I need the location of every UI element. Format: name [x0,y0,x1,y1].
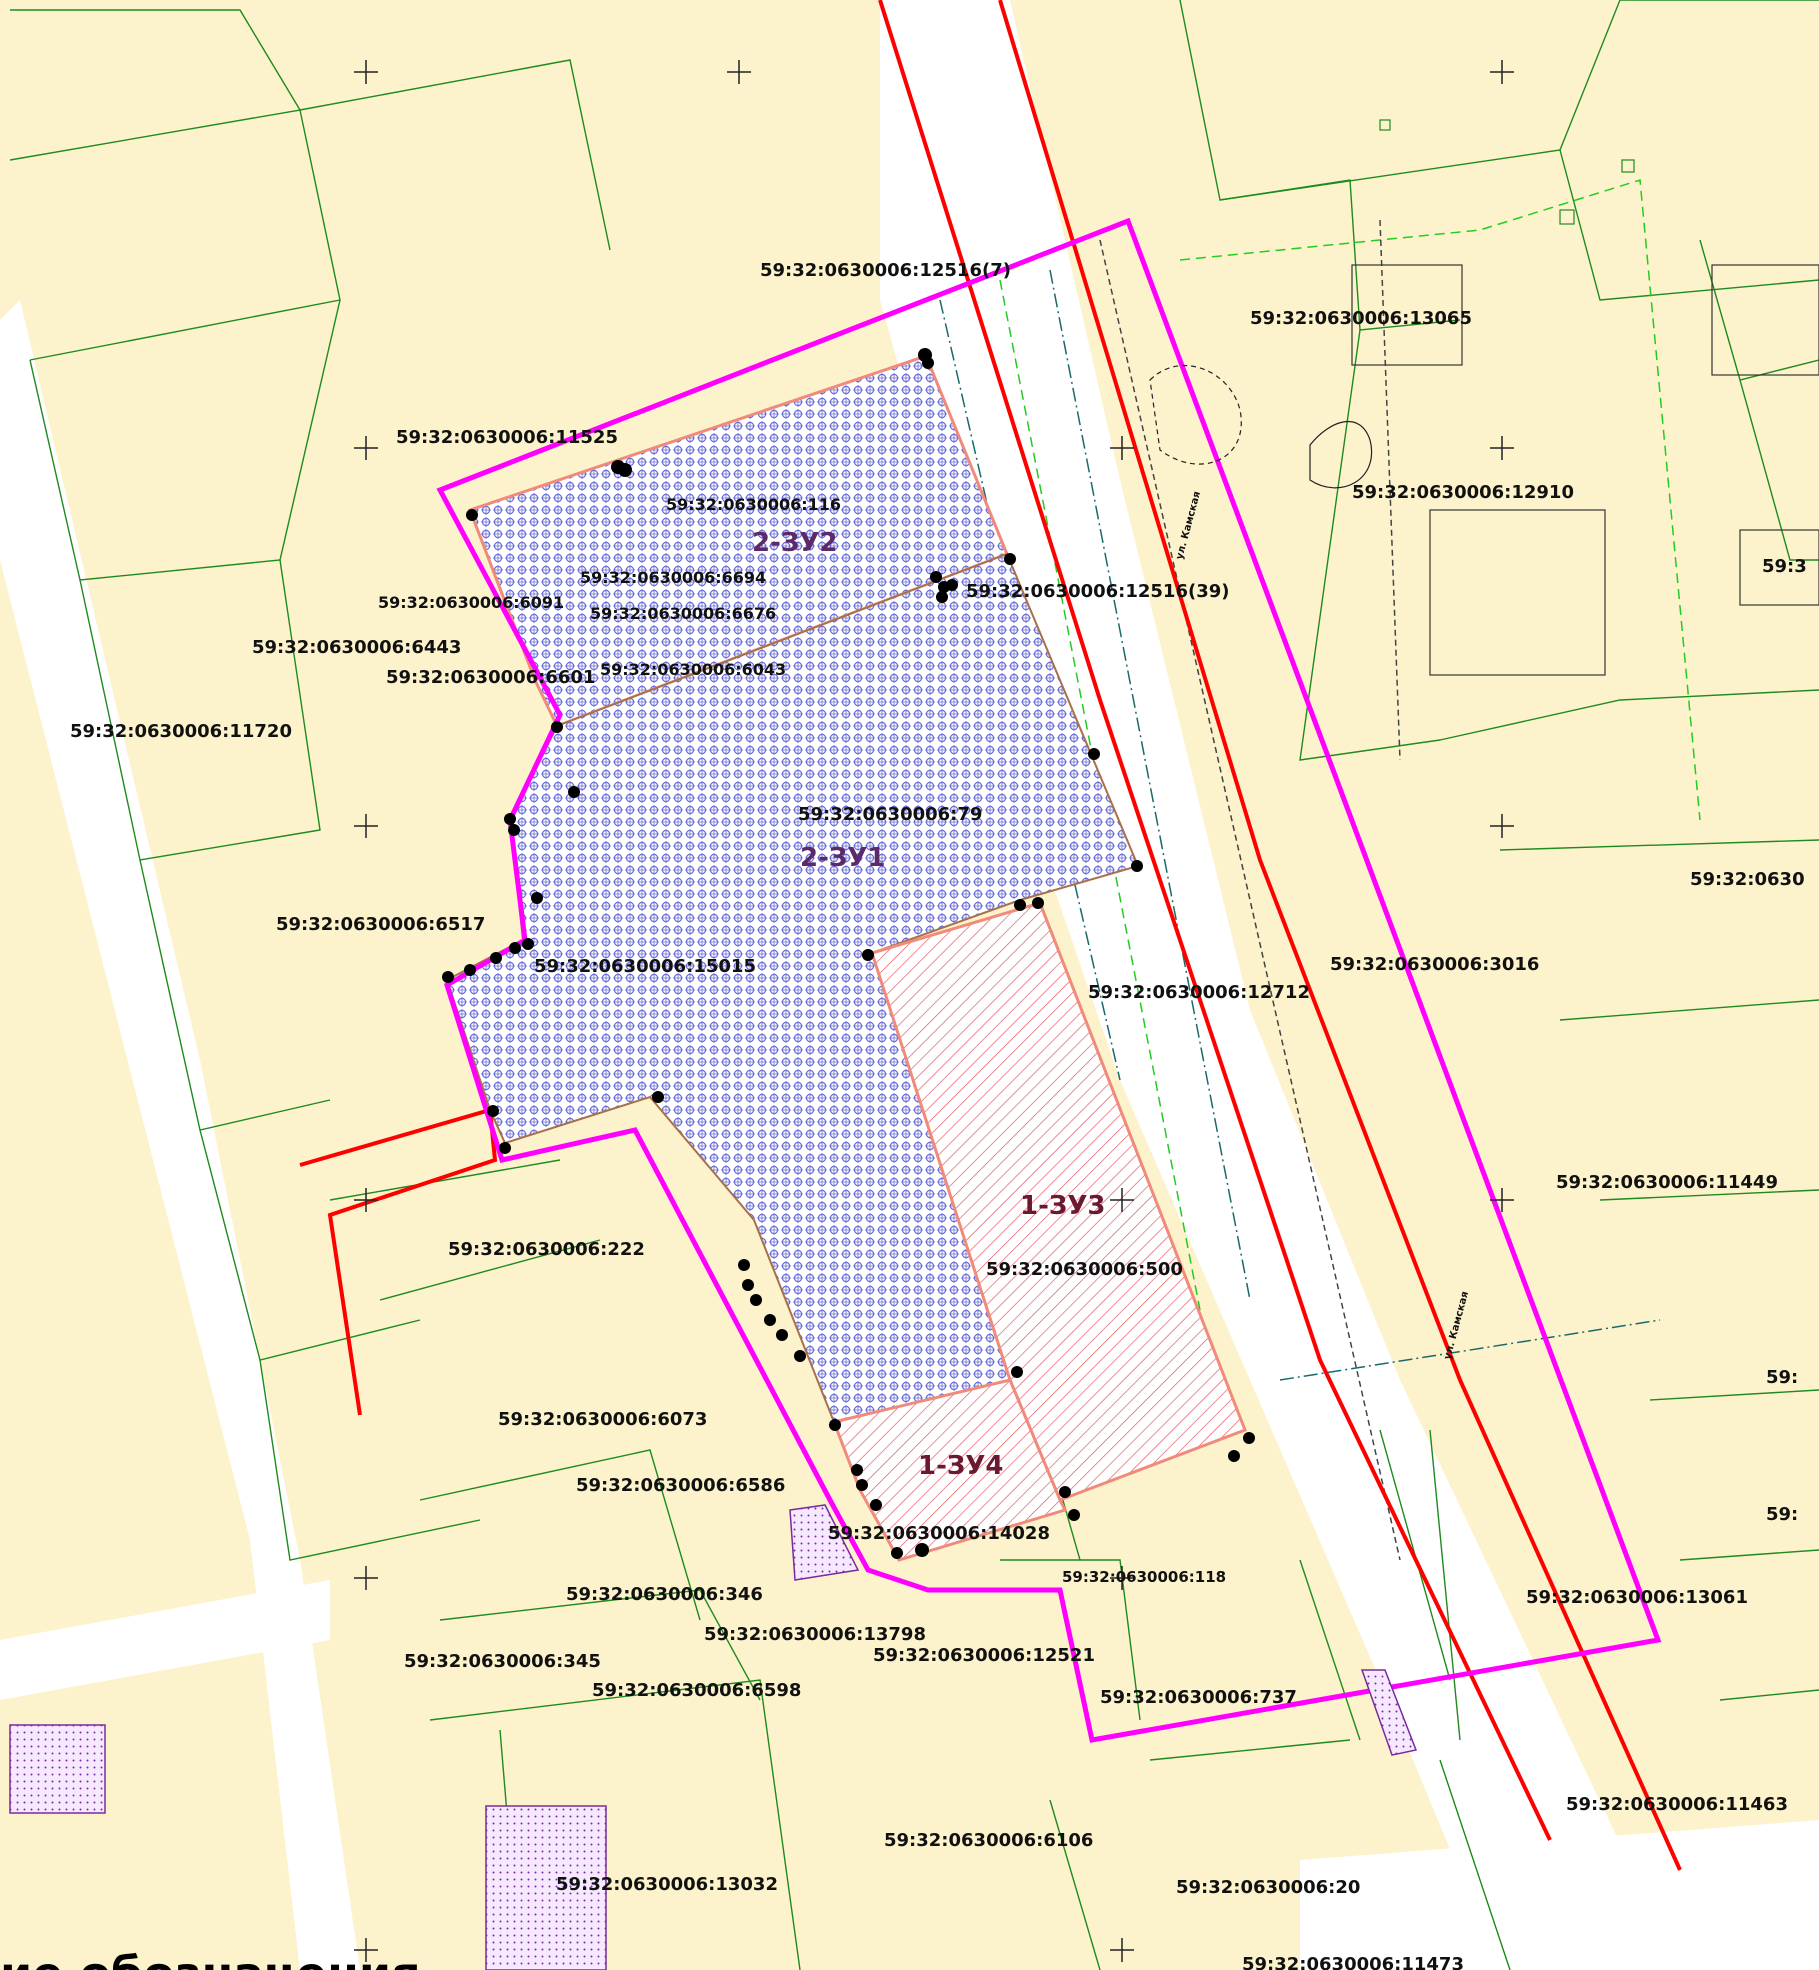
cad-label: 59:32:0630006:6443 [252,637,461,658]
cad-label: 59:32:0630006:346 [566,1584,763,1605]
utility-lines [939,179,1701,1561]
cad-label: 59:32:0630006:12521 [873,1645,1095,1666]
buildings [9,1504,1418,1970]
red-lines [299,0,1682,1871]
cad-label: 59:32:0630006:11463 [1566,1794,1788,1815]
topo-details [1149,119,1819,676]
cad-label: 59:32:0630006:14028 [828,1523,1050,1544]
zone-label-2-zu2: 2-ЗУ2 [752,528,838,558]
road-bottom-left [0,1580,330,1700]
cad-label: 59:32:0630006:13798 [704,1624,926,1645]
cad-label: 59:32:0630006:6091 [378,593,564,612]
cad-label: 59:32:0630006:6676 [590,604,776,623]
cad-label: 59:32:0630006:116 [666,495,841,514]
cad-label: 59:32:0630006:6601 [386,667,595,688]
cad-label: 59:32:0630006:6517 [276,914,485,935]
parcel-lines [9,0,1819,1970]
cad-label: 59:32:0630006:6073 [498,1409,707,1430]
cad-label: 59:32:0630006:3016 [1330,954,1539,975]
cad-label: 59:32:0630006:222 [448,1239,645,1260]
cadastral-labels: 59:32:0630006:12516(7) 59:32:0630006:130… [70,260,1807,1970]
cad-label: 59:3 [1762,556,1807,577]
cad-label: 59:32:0630006:118 [1062,1568,1226,1586]
project-boundary [436,217,1662,1743]
zone-1-zu3-area [870,901,1247,1502]
cad-label: 59:32:0630006:6043 [600,660,786,679]
legend-caption: ие обозначения [0,1947,421,1970]
cad-label: 59: [1766,1367,1798,1388]
road-main [880,0,1680,1970]
cad-label: 59:32:0630006:6586 [576,1475,785,1496]
cad-label: 59:32:0630006:12516(39) [966,581,1230,602]
cad-label: 59:32:0630006:11525 [396,427,618,448]
cad-label: 59:32:0630006:11473 [1242,1954,1464,1970]
survey-crosses [354,60,1514,1962]
cad-label: 59:32:0630006:12712 [1088,982,1310,1003]
cad-label: 59:32:0630006:13061 [1526,1587,1748,1608]
cad-label: 59:32:0630006:11449 [1556,1172,1778,1193]
cad-label: 59: [1766,1504,1798,1525]
cad-label: 59:32:0630006:13032 [556,1874,778,1895]
cad-label: 59:32:0630006:13065 [1250,308,1472,329]
cad-label: 59:32:0630 [1690,869,1805,890]
road-bottom-right [1300,1820,1819,1970]
zone-label-1-zu3: 1-ЗУ3 [1020,1191,1106,1221]
boundary-vertices [442,348,1255,1559]
cad-label: 59:32:0630006:12910 [1352,482,1574,503]
road-left [0,300,360,1970]
cad-label: 59:32:0630006:737 [1100,1687,1297,1708]
cad-label: 59:32:0630006:20 [1176,1877,1360,1898]
zone-label-2-zu1: 2-ЗУ1 [800,843,886,873]
cad-label: 59:32:0630006:15015 [534,956,756,977]
cad-label: 59:32:0630006:500 [986,1259,1183,1280]
zone-label-1-zu4: 1-ЗУ4 [918,1451,1004,1481]
cad-label: 59:32:0630006:6598 [592,1680,801,1701]
cad-label: 59:32:0630006:79 [798,804,982,825]
cad-label: 59:32:0630006:12516(7) [760,260,1011,281]
cad-label: 59:32:0630006:6106 [884,1830,1093,1851]
cad-label: 59:32:0630006:6694 [580,568,766,587]
cad-label: 59:32:0630006:11720 [70,721,292,742]
cad-label: 59:32:0630006:345 [404,1651,601,1672]
